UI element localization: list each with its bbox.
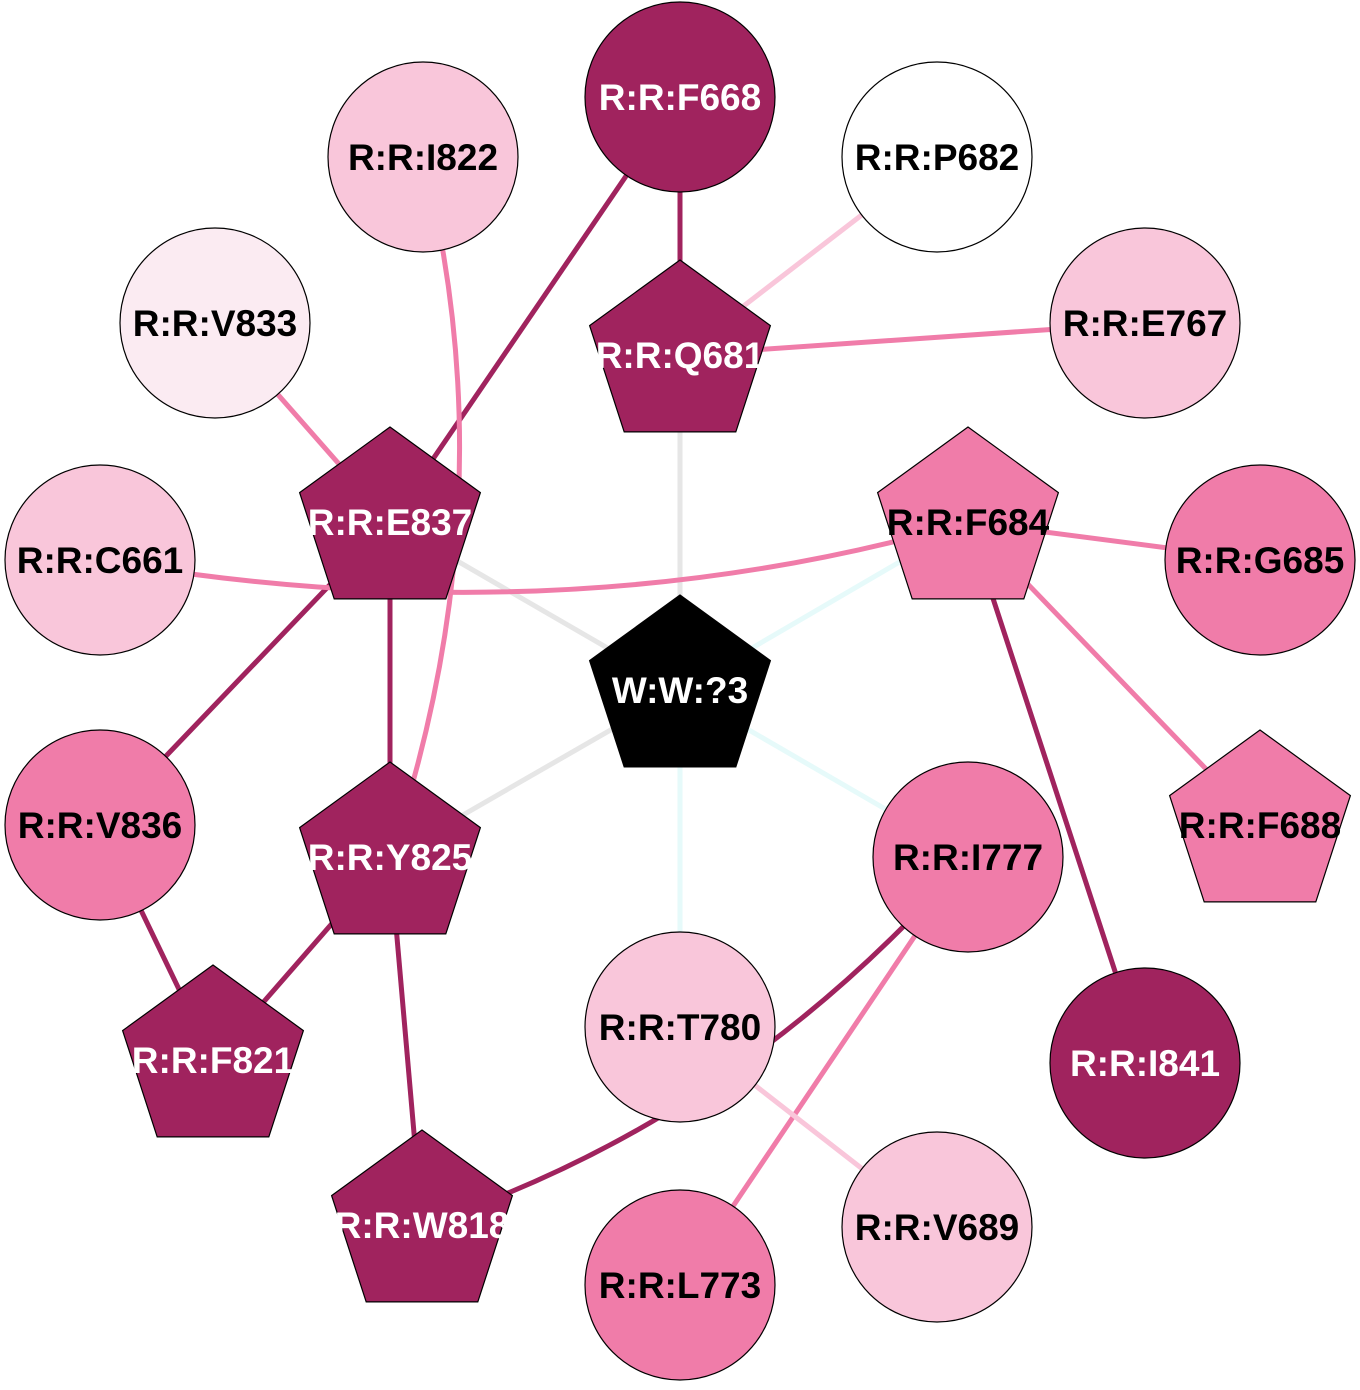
node-r-r-i841[interactable]: R:R:I841 <box>1049 967 1241 1159</box>
node-circle-shape <box>872 761 1064 953</box>
node-label: R:R:E767 <box>1063 303 1228 344</box>
node-pentagon-shape <box>1168 729 1352 903</box>
node-label: R:R:V833 <box>133 303 298 344</box>
node-r-r-f684[interactable]: R:R:F684 <box>876 426 1060 600</box>
node-r-r-p682[interactable]: R:R:P682 <box>841 61 1033 253</box>
node-r-r-f668[interactable]: R:R:F668 <box>584 1 776 193</box>
node-label: R:R:I841 <box>1070 1043 1220 1084</box>
node-pentagon-shape <box>876 426 1060 600</box>
node-circle-shape <box>841 61 1033 253</box>
node-r-r-i777[interactable]: R:R:I777 <box>872 761 1064 953</box>
node-r-r-l773[interactable]: R:R:L773 <box>584 1189 776 1381</box>
node-label: R:R:Y825 <box>308 837 473 878</box>
node-label: R:R:F688 <box>1179 805 1341 846</box>
node-pentagon-shape <box>298 426 482 600</box>
node-r-r-g685[interactable]: R:R:G685 <box>1164 464 1356 656</box>
node-r-r-c661[interactable]: R:R:C661 <box>4 464 196 656</box>
node-circle-shape <box>584 1189 776 1381</box>
node-r-r-q681[interactable]: R:R:Q681 <box>588 259 772 433</box>
node-label: W:W:?3 <box>612 670 748 711</box>
node-label: R:R:C661 <box>17 540 184 581</box>
node-label: R:R:F684 <box>887 502 1050 543</box>
node-label: R:R:F821 <box>132 1040 294 1081</box>
node-circle-shape <box>841 1131 1033 1323</box>
node-label: R:R:W818 <box>335 1205 510 1246</box>
node-r-r-w818[interactable]: R:R:W818 <box>330 1129 514 1303</box>
node-circle-shape <box>327 61 519 253</box>
node-r-r-e837[interactable]: R:R:E837 <box>298 426 482 600</box>
node-circle-shape <box>584 1 776 193</box>
node-label: R:R:V836 <box>18 805 183 846</box>
node-r-r-y825[interactable]: R:R:Y825 <box>298 761 482 935</box>
node-r-r-f688[interactable]: R:R:F688 <box>1168 729 1352 903</box>
node-label: R:R:I822 <box>348 137 498 178</box>
node-circle-shape <box>1049 227 1241 419</box>
node-circle-shape <box>119 227 311 419</box>
node-pentagon-shape <box>298 761 482 935</box>
node-pentagon-shape <box>330 1129 514 1303</box>
node-circle-shape <box>584 931 776 1123</box>
node-r-r-v833[interactable]: R:R:V833 <box>119 227 311 419</box>
node-r-r-f821[interactable]: R:R:F821 <box>121 964 305 1138</box>
node-r-r-t780[interactable]: R:R:T780 <box>584 931 776 1123</box>
node-r-r-v689[interactable]: R:R:V689 <box>841 1131 1033 1323</box>
node-pentagon-shape <box>588 594 772 768</box>
edge-r-r-c661-r-r-f684 <box>99 519 969 595</box>
node-circle-shape <box>4 464 196 656</box>
node-label: R:R:P682 <box>855 137 1020 178</box>
node-circle-shape <box>4 729 196 921</box>
node-label: R:R:Q681 <box>596 335 765 376</box>
node-r-r-e767[interactable]: R:R:E767 <box>1049 227 1241 419</box>
node-label: R:R:F668 <box>599 77 761 118</box>
node-label: R:R:E837 <box>308 502 473 543</box>
node-r-r-i822[interactable]: R:R:I822 <box>327 61 519 253</box>
node-w-w-3[interactable]: W:W:?3 <box>588 594 772 768</box>
node-label: R:R:I777 <box>893 837 1043 878</box>
node-pentagon-shape <box>588 259 772 433</box>
node-label: R:R:T780 <box>599 1007 761 1048</box>
node-circle-shape <box>1164 464 1356 656</box>
node-label: R:R:G685 <box>1176 540 1345 581</box>
node-r-r-v836[interactable]: R:R:V836 <box>4 729 196 921</box>
node-circle-shape <box>1049 967 1241 1159</box>
node-label: R:R:V689 <box>855 1207 1020 1248</box>
node-label: R:R:L773 <box>599 1265 761 1306</box>
node-pentagon-shape <box>121 964 305 1138</box>
